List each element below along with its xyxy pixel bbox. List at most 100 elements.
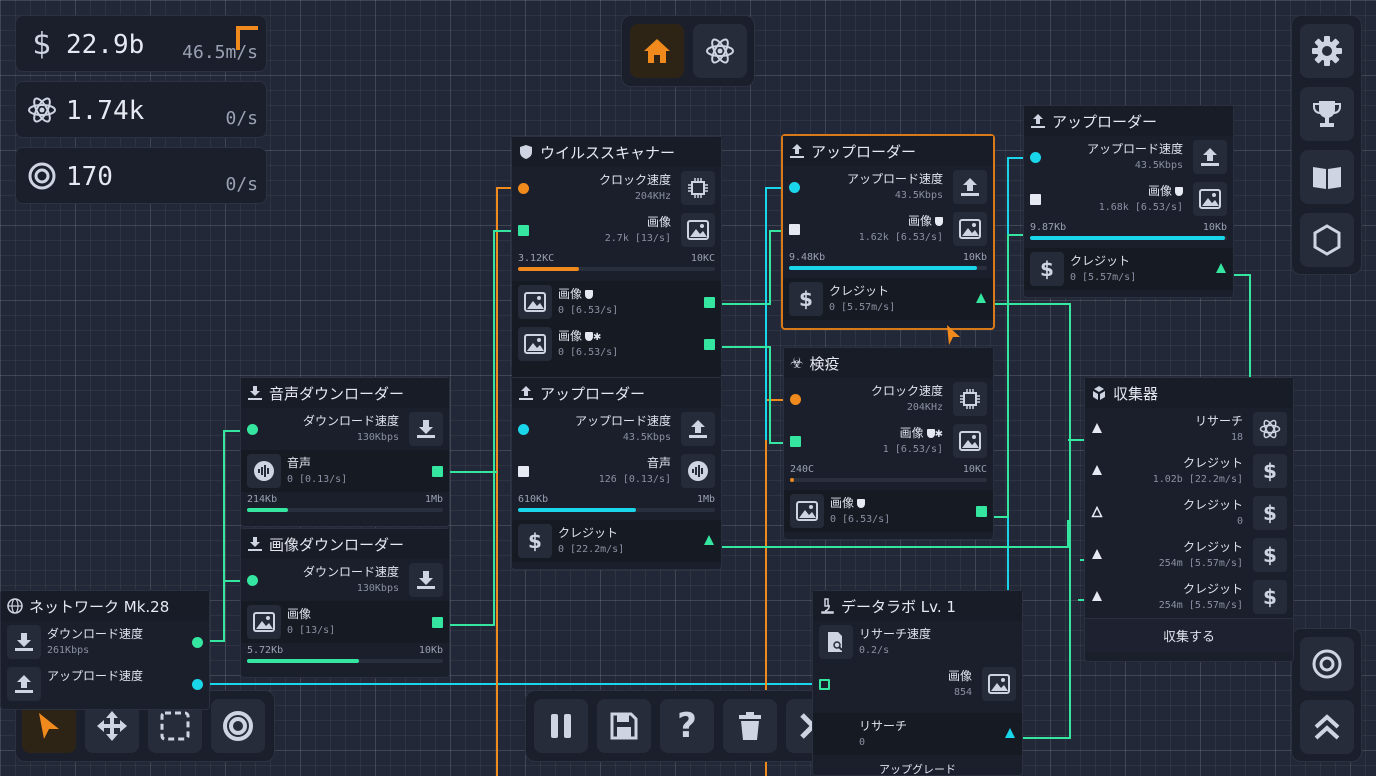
research-output-port[interactable]	[1004, 727, 1016, 739]
upload-icon	[1031, 114, 1045, 128]
home-tab-button[interactable]	[630, 24, 684, 78]
image-input-port[interactable]	[518, 225, 529, 236]
input-value: 126 [0.13/s]	[598, 474, 671, 485]
select-box-icon	[160, 711, 190, 741]
settings-button[interactable]	[1300, 24, 1354, 78]
move-icon	[97, 711, 127, 741]
output-label: クレジット	[558, 526, 619, 540]
credit-input-port[interactable]	[1091, 506, 1103, 518]
output-label: アップロード速度	[47, 669, 144, 683]
research-input-port[interactable]	[1091, 422, 1103, 434]
node-title: ウイルススキャナー	[540, 143, 676, 162]
image-output-port[interactable]	[704, 339, 715, 350]
upload-speed-output-port[interactable]	[192, 679, 203, 690]
circle-tool-button[interactable]	[211, 699, 265, 753]
input-value: 1 [6.53/s]	[882, 444, 943, 455]
output-label: 画像	[287, 607, 312, 621]
input-label: リサーチ	[1194, 414, 1243, 428]
target-icon	[26, 158, 58, 194]
image-input-port[interactable]	[1030, 194, 1041, 205]
circle-icon	[223, 711, 253, 741]
help-button[interactable]: ?	[660, 699, 714, 753]
download-speed-input-port[interactable]	[247, 424, 258, 435]
prestige-button[interactable]	[1300, 213, 1354, 267]
credit-output-port[interactable]	[1215, 262, 1227, 274]
wire-image-scanner	[438, 230, 522, 626]
save-button[interactable]	[597, 699, 651, 753]
node-header[interactable]: ネットワーク Mk.28	[1, 591, 209, 621]
pause-button[interactable]	[534, 699, 588, 753]
input-value: 0.2/s	[859, 645, 890, 656]
image-input-port[interactable]	[789, 224, 800, 235]
node-header[interactable]: 音声ダウンローダー	[241, 378, 449, 408]
download-speed-input-port[interactable]	[247, 575, 258, 586]
research-value: 1.74k	[66, 96, 145, 126]
progress-fill	[518, 508, 637, 512]
node-header[interactable]: ウイルススキャナー	[512, 137, 721, 167]
image-output-port[interactable]	[704, 297, 715, 308]
dollar-icon: $	[1253, 580, 1287, 614]
research-tab-button[interactable]	[693, 24, 747, 78]
upload-icon	[790, 144, 804, 158]
atom-icon	[26, 92, 58, 128]
clock-input-port[interactable]	[518, 183, 529, 194]
help-icon: ?	[677, 706, 697, 746]
clock-input-port[interactable]	[790, 394, 801, 405]
credit-input-port[interactable]	[1091, 590, 1103, 602]
token-resource-panel: 170 0/s	[15, 147, 267, 204]
node-header[interactable]: 収集器	[1085, 378, 1293, 408]
token-value: 170	[66, 162, 113, 192]
audio-input-port[interactable]	[518, 466, 529, 477]
image-output-port[interactable]	[976, 506, 987, 517]
node-header[interactable]: ☣ 検疫	[784, 348, 993, 378]
input-label: 画像	[1147, 184, 1172, 198]
credit-input-port[interactable]	[1091, 464, 1103, 476]
audio-output-port[interactable]	[432, 466, 443, 477]
credit-output-port[interactable]	[975, 292, 987, 304]
atom-icon	[1253, 412, 1287, 446]
node-header[interactable]: アップローダー	[1024, 106, 1233, 136]
trophy-icon	[1313, 101, 1341, 127]
node-header[interactable]: 画像ダウンローダー	[241, 529, 449, 559]
node-header[interactable]: アップローダー	[512, 378, 721, 408]
image-input-port[interactable]	[819, 679, 830, 690]
gear-icon	[1312, 36, 1342, 66]
image-output-port[interactable]	[432, 617, 443, 628]
upload-icon	[953, 170, 987, 204]
credit-input-port[interactable]	[1091, 548, 1103, 560]
achievements-button[interactable]	[1300, 87, 1354, 141]
chevrons-up-icon	[1314, 714, 1340, 740]
input-label: アップロード速度	[846, 172, 943, 186]
progress-bar: 9.87Kb 10Kb	[1024, 220, 1233, 242]
collect-button[interactable]: 収集する	[1085, 618, 1293, 652]
node-title: 音声ダウンローダー	[269, 384, 405, 403]
node-header[interactable]: アップローダー	[783, 136, 993, 166]
credit-output-port[interactable]	[703, 534, 715, 546]
node-header[interactable]: データラボ Lv. 1	[813, 591, 1022, 621]
download-speed-output-port[interactable]	[192, 637, 203, 648]
upload-speed-input-port[interactable]	[1030, 152, 1041, 163]
output-value: 0 [5.57m/s]	[829, 302, 896, 313]
upgrade-label[interactable]: アップグレード	[879, 763, 956, 776]
dollar-icon: $	[1253, 538, 1287, 572]
upload-speed-input-port[interactable]	[518, 424, 529, 435]
image-input-port[interactable]	[790, 436, 801, 447]
guide-button[interactable]	[1300, 150, 1354, 204]
input-value: 0	[1236, 516, 1243, 527]
node-title: 検疫	[809, 354, 840, 373]
delete-button[interactable]	[723, 699, 777, 753]
upload-speed-input-port[interactable]	[789, 182, 800, 193]
target-button[interactable]	[1300, 637, 1354, 691]
input-label: クロック速度	[598, 173, 671, 187]
upgrade-button[interactable]	[1300, 700, 1354, 754]
